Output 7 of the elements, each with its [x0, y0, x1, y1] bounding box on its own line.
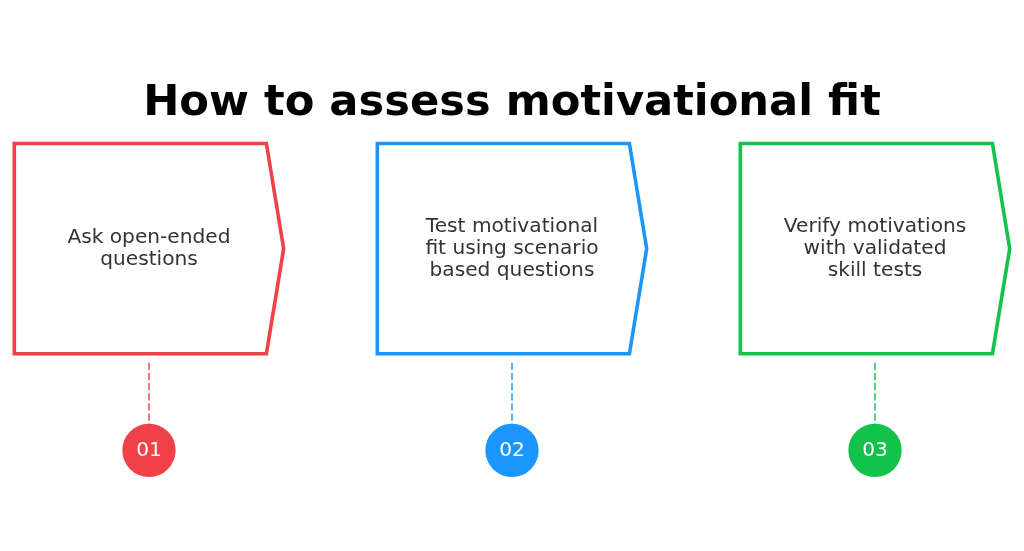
diagram-title: How to assess motivational fit	[143, 74, 881, 125]
connector	[148, 361, 150, 425]
connector	[511, 361, 513, 425]
node-circle: 02	[485, 423, 539, 477]
node-circle: 03	[848, 423, 902, 477]
connector	[874, 361, 876, 425]
node-circle: 01	[122, 423, 176, 477]
